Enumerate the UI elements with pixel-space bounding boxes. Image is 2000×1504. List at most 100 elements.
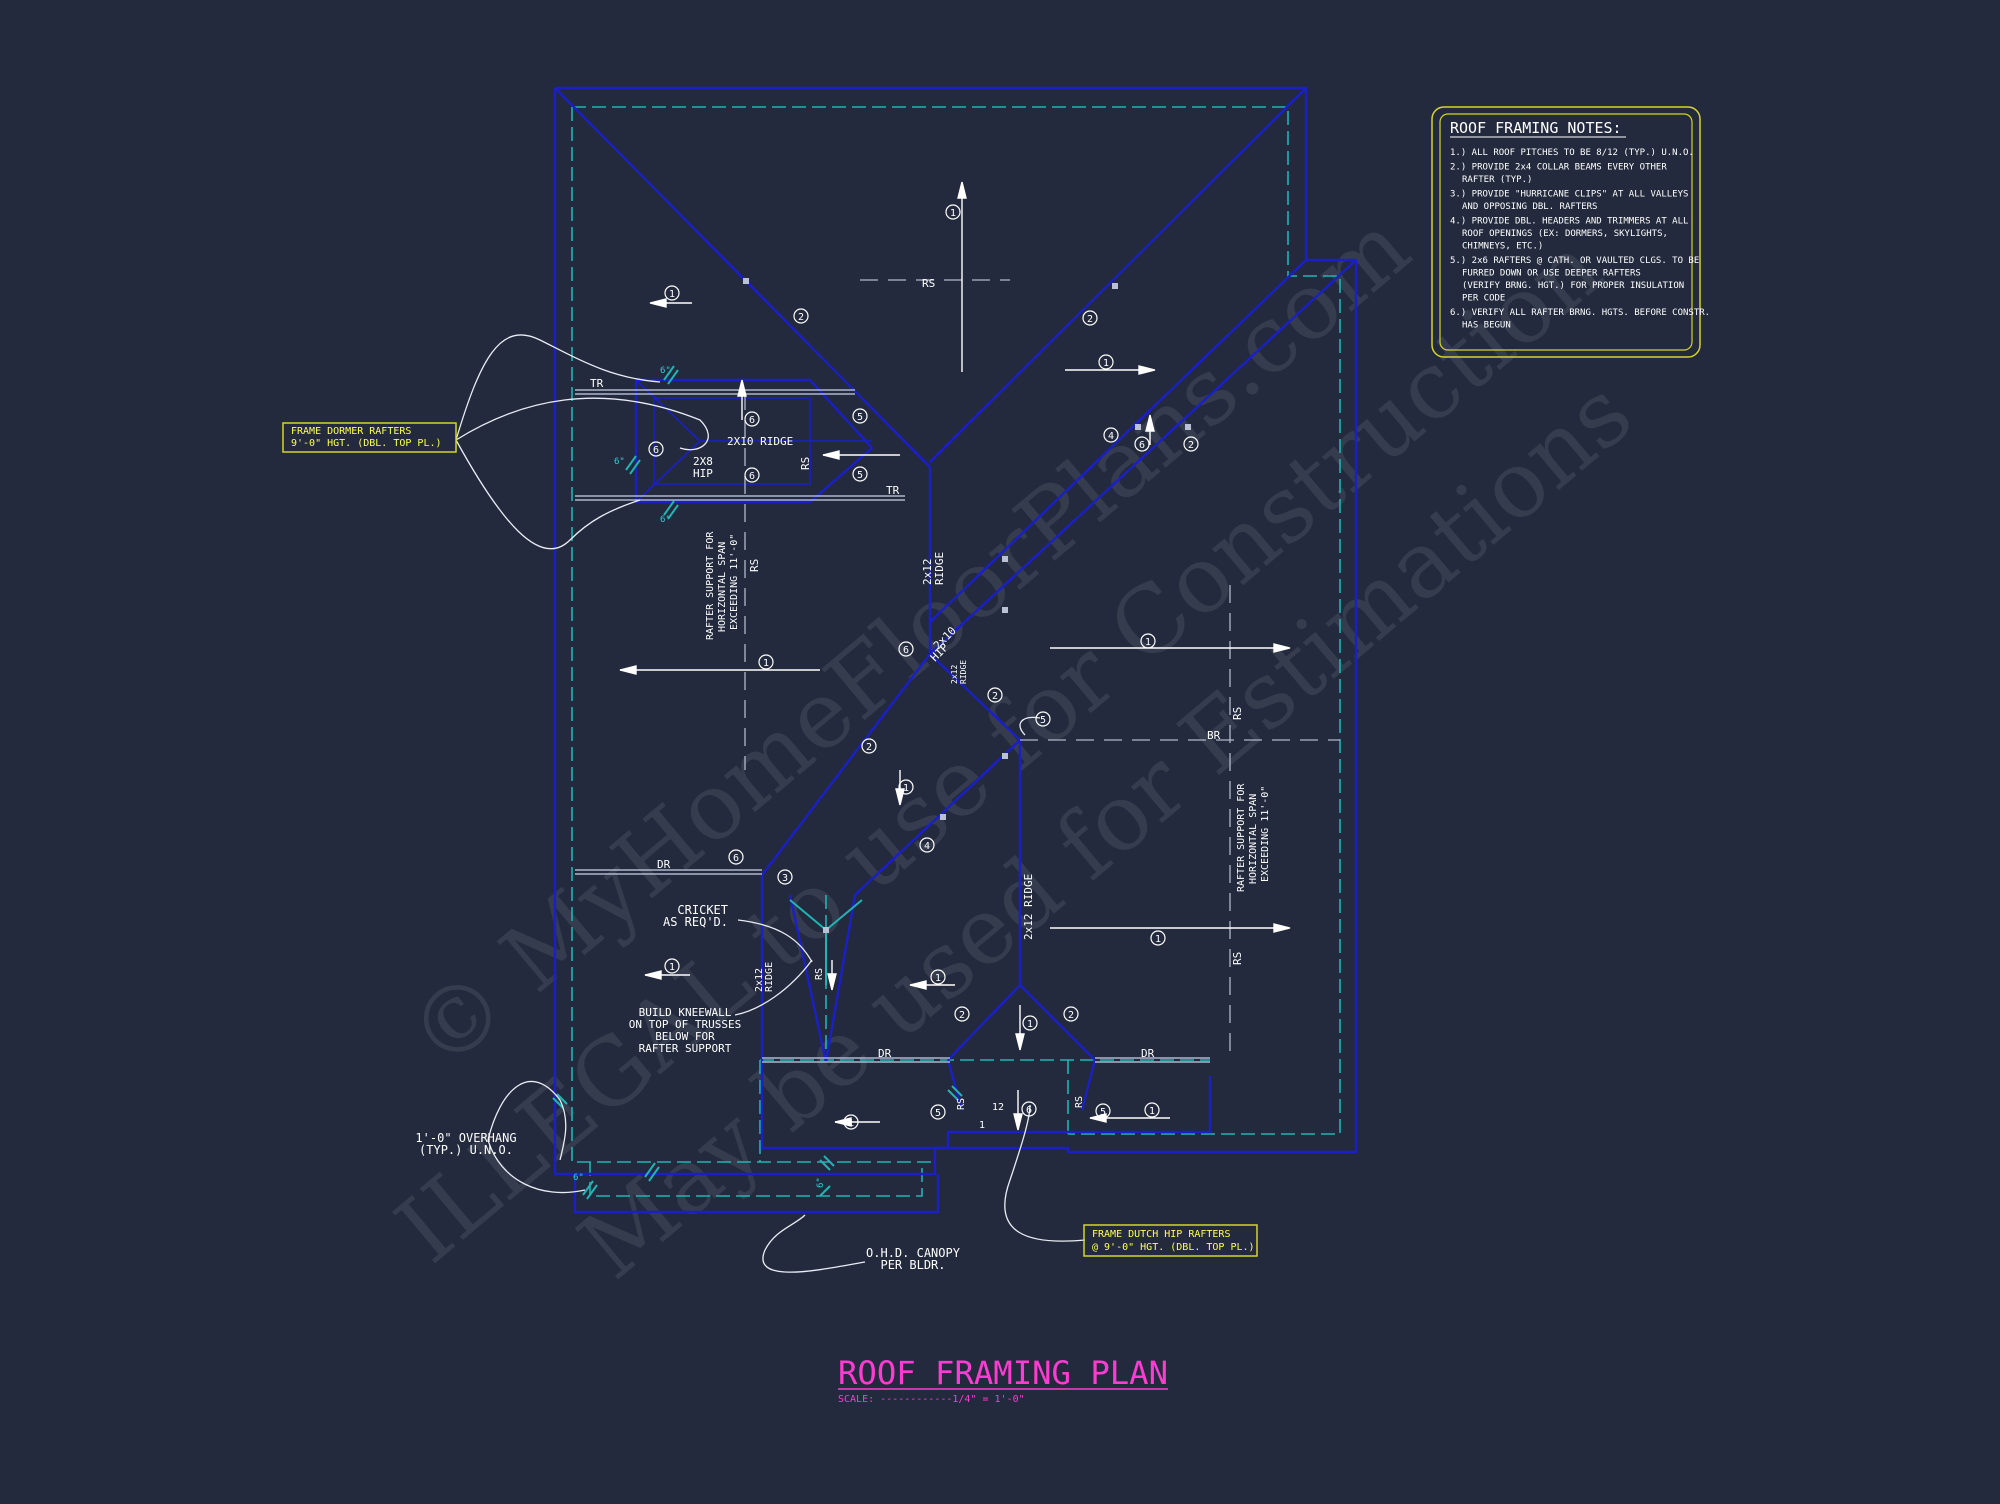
notes-item: 4.) PROVIDE DBL. HEADERS AND TRIMMERS AT… <box>1450 217 1688 227</box>
leader-dutch-hip <box>1004 1104 1086 1242</box>
tag-number: 2 <box>1068 1010 1074 1021</box>
label-dr-left: DR <box>657 858 671 871</box>
dutch-hip-left-lower <box>946 1059 964 1111</box>
node-marker <box>940 814 946 820</box>
arrow-3-head <box>619 665 637 675</box>
tag-1: 1 <box>1098 354 1114 370</box>
notes-item: AND OPPOSING DBL. RAFTERS <box>1462 202 1597 212</box>
tag-6: 6 <box>1134 436 1150 452</box>
valley-line-center <box>761 653 931 876</box>
dim-6in-top: 6" <box>660 366 671 376</box>
tag-number: 6 <box>749 415 755 426</box>
label-kneewall-1: BUILD KNEEWALL <box>639 1006 732 1019</box>
tag-5: 5 <box>852 466 868 482</box>
watermark-line-2: ILLEGAL to use for Construction <box>377 214 1622 1283</box>
label-hip: HIP <box>693 467 713 480</box>
label-rs-dutch-left: RS <box>956 1098 967 1110</box>
dormer-hip-top <box>635 379 701 442</box>
support-lines <box>744 279 1340 1060</box>
leader-dormer-bottom <box>455 439 641 550</box>
tag-number: 1 <box>1145 637 1151 648</box>
tag-1: 1 <box>1022 1015 1038 1031</box>
tag-number: 6 <box>733 853 739 864</box>
tag-5: 5 <box>852 408 868 424</box>
tag-5: 5 <box>930 1104 946 1120</box>
callout-dutch-line-2: @ 9'-0" HGT. (DBL. TOP PL.) <box>1092 1242 1255 1253</box>
valley-line-upper <box>929 259 1357 655</box>
cricket-valley-left <box>789 899 827 931</box>
roof-framing-notes: ROOF FRAMING NOTES: 1.) ALL ROOF PITCHES… <box>1431 106 1710 358</box>
arrow-15-head <box>737 379 747 397</box>
node-marker <box>1002 607 1008 613</box>
tag-number: 5 <box>1040 715 1046 726</box>
tag-1: 1 <box>664 285 680 301</box>
arrow-9-head <box>834 1117 852 1127</box>
label-2x12-ridge-f: 2x12 <box>754 968 765 992</box>
leader-overhang-bottom <box>487 1139 586 1194</box>
node-marker <box>1185 424 1191 430</box>
ridge-line-upper <box>929 259 1307 623</box>
dutch-hip-right <box>1019 984 1096 1061</box>
tag-1: 1 <box>1150 930 1166 946</box>
label-rafter-support-right-2: HORIZONTAL SPAN <box>1248 794 1259 884</box>
notes-border-inner <box>1439 113 1693 351</box>
leader-overhang-top <box>487 1080 567 1161</box>
hip-line-ne <box>929 87 1307 463</box>
tag-2: 2 <box>954 1006 970 1022</box>
tag-6: 6 <box>648 441 664 457</box>
label-rafter-support-right-1: RAFTER SUPPORT FOR <box>1236 783 1247 892</box>
label-kneewall-3: BELOW FOR <box>655 1030 715 1043</box>
arrow-13-head <box>827 973 837 991</box>
arrow-2-head <box>1138 365 1156 375</box>
tag-number: 2 <box>1087 314 1093 325</box>
tag-1: 1 <box>1140 633 1156 649</box>
notes-item: RAFTER (TYP.) <box>1462 175 1532 185</box>
dimension-labels: 6" 6" 6" 6" 6" <box>573 366 826 1188</box>
arrow-5-head <box>1273 923 1291 933</box>
tag-number: 2 <box>959 1010 965 1021</box>
tag-5: 5 <box>1035 711 1051 727</box>
arrow-12-head <box>1013 1113 1023 1131</box>
tag-2: 2 <box>1183 436 1199 452</box>
dim-tick <box>947 1085 963 1101</box>
arrow-head-up <box>957 181 967 199</box>
node-marker <box>1112 283 1118 289</box>
hip-line-nw <box>554 87 931 468</box>
label-tr-top: TR <box>590 377 604 390</box>
label-canopy-1: O.H.D. CANOPY <box>866 1246 961 1260</box>
label-2x12-ridge-d: RIDGE <box>959 660 968 684</box>
arrow-6-head <box>644 970 662 980</box>
label-rs-right-bottom: RS <box>1231 952 1244 965</box>
canopy-wall <box>573 1174 940 1214</box>
tag-2: 2 <box>861 738 877 754</box>
label-cricket-1: CRICKET <box>677 903 728 917</box>
leader-canopy <box>762 1214 866 1273</box>
cricket <box>789 899 863 985</box>
callout-dutch-hip: FRAME DUTCH HIP RAFTERS @ 9'-0" HGT. (DB… <box>1083 1224 1258 1257</box>
node-marker <box>823 927 829 933</box>
label-rs-left: RS <box>748 559 761 572</box>
tag-2: 2 <box>987 687 1003 703</box>
tag-2: 2 <box>1082 310 1098 326</box>
label-dr-mid: DR <box>878 1047 892 1060</box>
notes-item: HAS BEGUN <box>1462 321 1511 331</box>
dim-tick <box>819 1155 835 1171</box>
roof-outline <box>553 86 1358 1214</box>
label-dim-12: 12 <box>992 1102 1004 1113</box>
notes-item: FURRED DOWN OR USE DEEPER RAFTERS <box>1462 269 1641 279</box>
tag-number: 5 <box>857 470 863 481</box>
notes-item: CHIMNEYS, ETC.) <box>1462 242 1543 252</box>
tag-number: 1 <box>1155 934 1161 945</box>
label-2x12-ridge-g: RIDGE <box>764 962 775 992</box>
tag-1: 1 <box>930 969 946 985</box>
dutch-hip-box <box>760 1076 1212 1150</box>
tag-6: 6 <box>744 467 760 483</box>
tag-number: 1 <box>669 962 675 973</box>
tag-1: 1 <box>843 1114 859 1130</box>
tag-2: 2 <box>793 308 809 324</box>
plan-title: ROOF FRAMING PLAN <box>838 1354 1168 1392</box>
label-rafter-support-left-3: EXCEEDING 11'-0" <box>729 534 740 630</box>
label-cricket-2: AS REQ'D. <box>663 915 728 929</box>
label-kneewall-4: RAFTER SUPPORT <box>639 1042 732 1055</box>
